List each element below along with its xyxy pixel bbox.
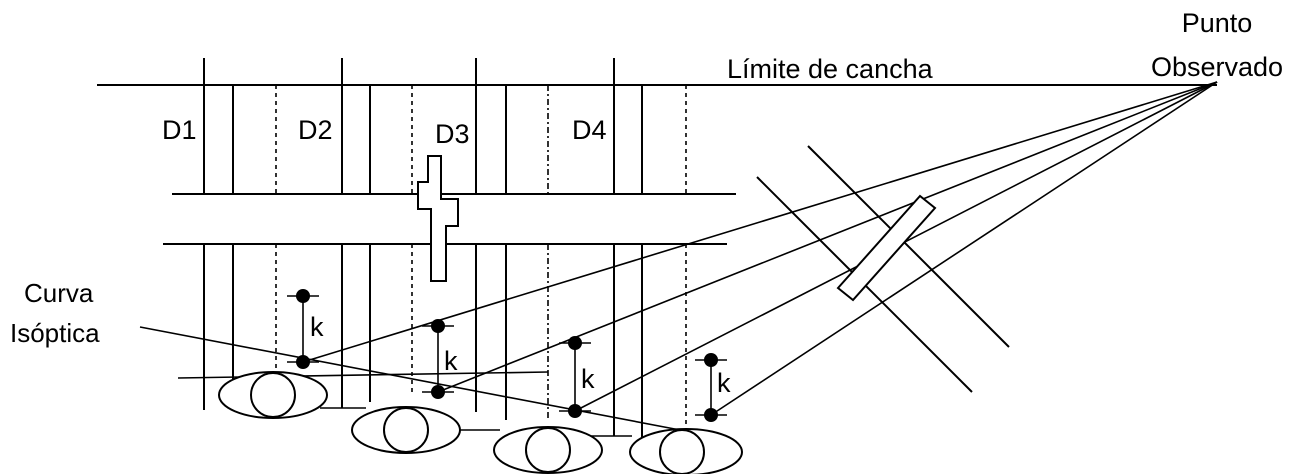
observed-point-label-line1: Punto <box>1182 8 1253 38</box>
row-label-d4: D4 <box>572 115 607 145</box>
upper-verticals <box>203 58 687 194</box>
k-label-1: k <box>310 312 324 342</box>
spectator-3 <box>493 426 603 474</box>
isoptic-curve-pointer <box>139 326 681 431</box>
k-marker-1 <box>287 289 319 369</box>
k-marker-3 <box>559 336 591 418</box>
k-label-2: k <box>444 346 458 376</box>
spectator-1 <box>218 371 328 419</box>
row-label-d1: D1 <box>162 115 197 145</box>
k-marker-2 <box>422 319 454 399</box>
observed-point-label-line2: Observado <box>1151 52 1283 82</box>
stair-step-shape <box>417 155 459 282</box>
spectator-2 <box>351 406 461 454</box>
k-marker-4 <box>695 353 727 422</box>
isoptic-label-line2: Isóptica <box>10 318 100 348</box>
row-label-d2: D2 <box>298 115 333 145</box>
spectator-4 <box>629 428 743 474</box>
k-label-3: k <box>581 364 595 394</box>
row-label-d3: D3 <box>435 119 470 149</box>
lower-verticals <box>203 244 687 440</box>
k-label-4: k <box>717 368 731 398</box>
crossing-structure <box>756 145 1010 393</box>
field-limit-label: Límite de cancha <box>727 54 934 84</box>
isoptic-label-line1: Curva <box>24 278 94 308</box>
